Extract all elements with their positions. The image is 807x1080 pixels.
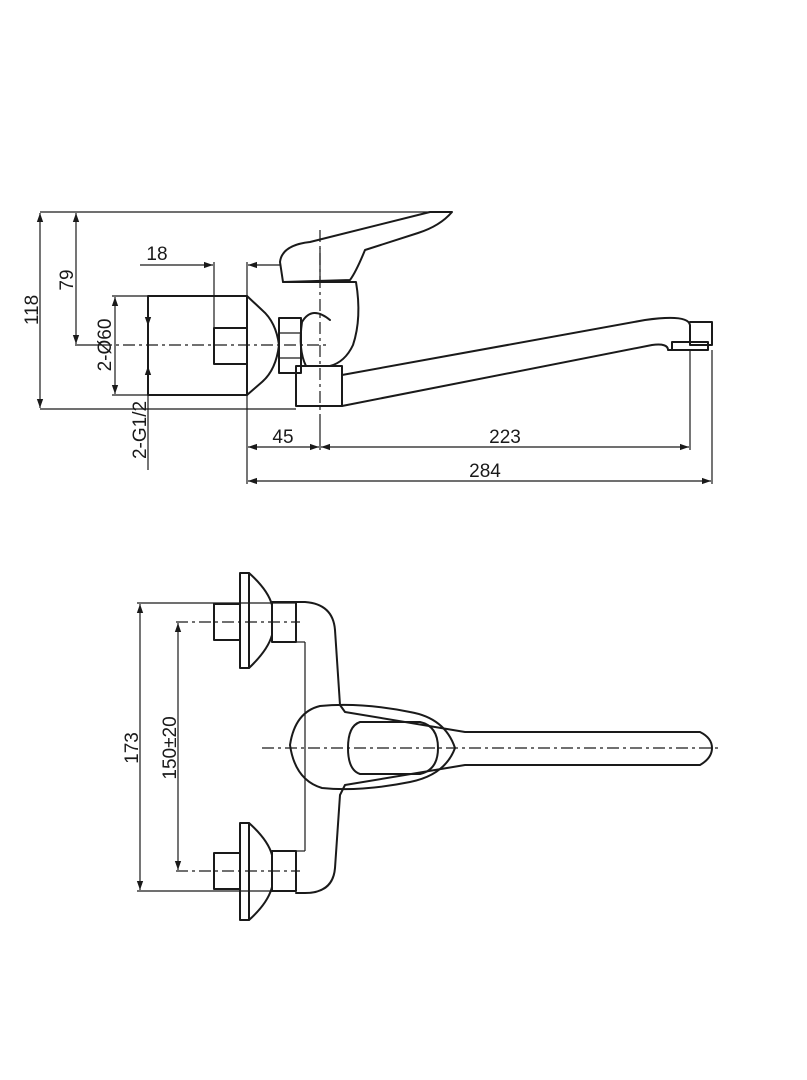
dim-79: 79	[57, 269, 78, 290]
outlet-block	[295, 365, 343, 407]
dim-18: 18	[146, 244, 167, 265]
side-view: 118 79 18 2-Ø60 2-G1/2 45 223 284	[22, 211, 713, 485]
dim-284: 284	[469, 461, 501, 482]
dim-173: 173	[122, 732, 143, 764]
dim-thread: 2-G1/2	[130, 401, 151, 459]
mixer-body-top	[295, 601, 713, 894]
dim-diameter: 2-Ø60	[95, 319, 116, 372]
spout-side	[341, 316, 713, 376]
escutcheon-top-upper	[239, 572, 250, 669]
thread-fitting	[213, 327, 248, 365]
dim-118: 118	[22, 295, 43, 325]
dim-45: 45	[272, 427, 293, 448]
mixer-body	[282, 281, 360, 367]
top-view: 173 150±20	[122, 572, 720, 921]
lever-handle-top	[289, 703, 456, 791]
handle-recess	[347, 721, 439, 775]
dim-150: 150±20	[160, 716, 181, 779]
lever-handle	[279, 211, 453, 283]
dim-223: 223	[489, 427, 521, 448]
